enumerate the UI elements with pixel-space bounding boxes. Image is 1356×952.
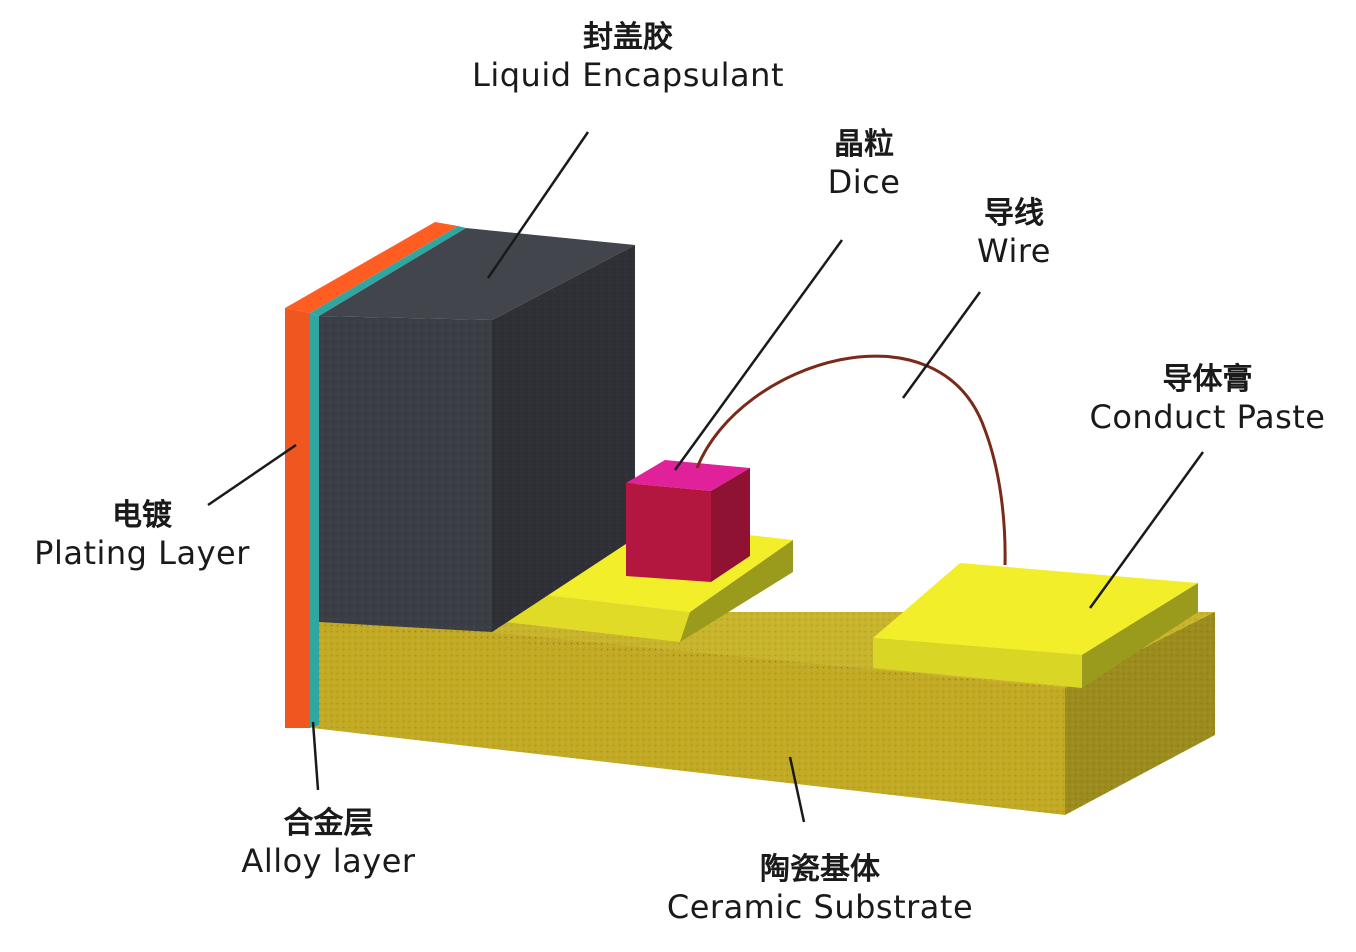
- encapsulant-top: [319, 228, 635, 320]
- plating-front: [285, 308, 310, 728]
- label-plating-layer-zh: 电镀: [112, 498, 172, 533]
- label-conduct-paste: 导体膏 Conduct Paste: [1075, 362, 1340, 436]
- liquid-encapsulant-block: [319, 228, 635, 632]
- leader-dice: [673, 239, 844, 471]
- label-liquid-encapsulant-zh: 封盖胶: [583, 20, 673, 55]
- bond-wire: [695, 354, 1007, 566]
- dice-chip: [626, 460, 750, 582]
- alloy-layer: [310, 226, 466, 728]
- leader-lines: [207, 131, 1205, 823]
- label-dice-en: Dice: [827, 163, 901, 201]
- conduct-paste-pad: [873, 563, 1198, 688]
- leader-substrate: [788, 756, 806, 823]
- label-liquid-encapsulant: 封盖胶 Liquid Encapsulant: [458, 20, 798, 94]
- label-ceramic-substrate: 陶瓷基体 Ceramic Substrate: [650, 852, 990, 926]
- label-ceramic-substrate-en: Ceramic Substrate: [666, 888, 974, 926]
- alloy-top: [310, 226, 466, 316]
- plating-top: [285, 222, 458, 313]
- leader-alloy: [311, 721, 320, 791]
- dice-pad-side: [680, 540, 793, 642]
- leader-conduct-paste: [1088, 451, 1205, 609]
- label-wire-zh: 导线: [984, 196, 1044, 231]
- label-wire: 导线 Wire: [944, 196, 1084, 270]
- label-wire-en: Wire: [977, 232, 1051, 270]
- alloy-front: [310, 313, 319, 728]
- label-conduct-paste-zh: 导体膏: [1162, 362, 1253, 397]
- dice-right: [711, 468, 750, 582]
- label-alloy-layer-zh: 合金层: [283, 806, 374, 841]
- label-alloy-layer-en: Alloy layer: [241, 842, 416, 880]
- paste-pad-top: [873, 563, 1198, 655]
- label-ceramic-substrate-zh: 陶瓷基体: [760, 852, 880, 887]
- label-conduct-paste-en: Conduct Paste: [1089, 398, 1326, 436]
- paste-pad-side: [1082, 583, 1198, 688]
- plating-layer: [285, 222, 458, 728]
- dice-front: [626, 483, 711, 582]
- label-alloy-layer: 合金层 Alloy layer: [226, 806, 431, 880]
- leader-wire: [901, 291, 982, 399]
- leader-plating: [207, 443, 297, 507]
- label-plating-layer: 电镀 Plating Layer: [22, 498, 262, 572]
- label-plating-layer-en: Plating Layer: [34, 534, 250, 572]
- label-dice-zh: 晶粒: [834, 127, 894, 162]
- label-dice: 晶粒 Dice: [794, 127, 934, 201]
- dice-top: [626, 460, 750, 491]
- leader-encapsulant: [486, 131, 590, 279]
- paste-pad-front: [873, 638, 1082, 688]
- label-liquid-encapsulant-en: Liquid Encapsulant: [472, 56, 784, 94]
- dice-pad-front: [505, 590, 690, 642]
